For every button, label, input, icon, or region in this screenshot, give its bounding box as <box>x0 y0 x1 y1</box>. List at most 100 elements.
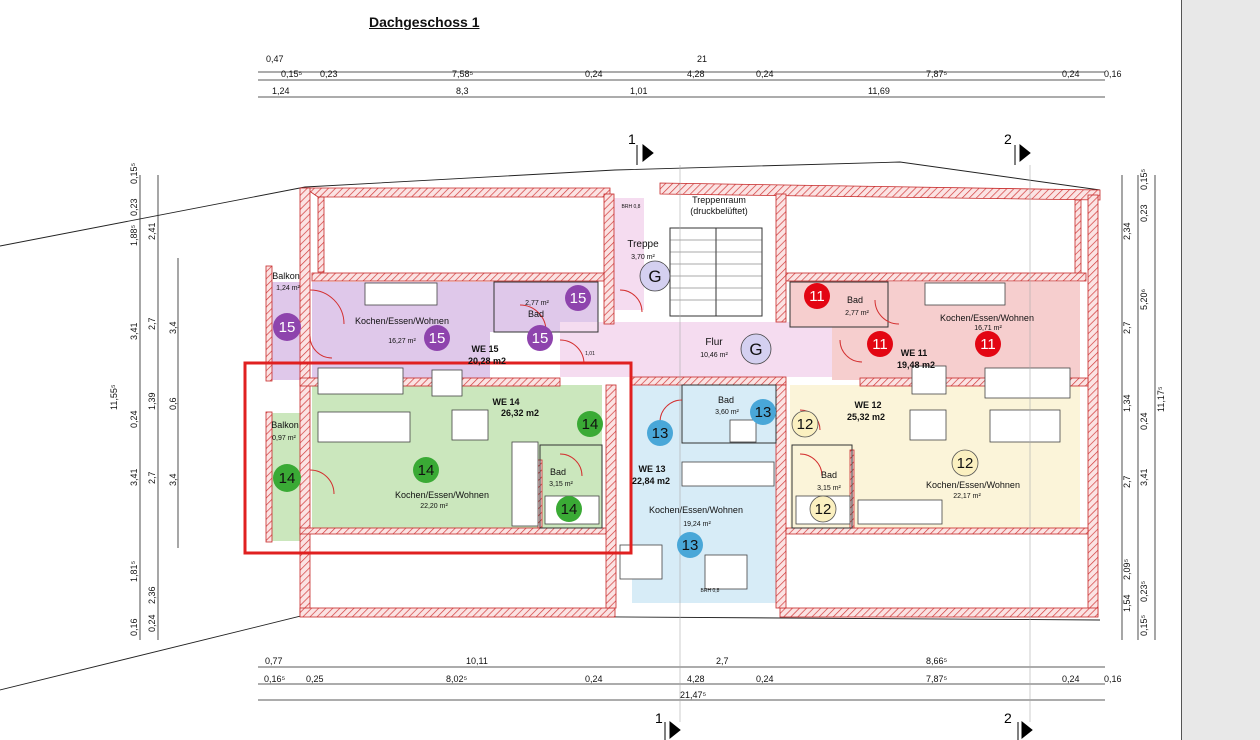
dim-top-total: 21 <box>697 54 707 64</box>
kitchen-row-15 <box>364 282 438 306</box>
sofa-11 <box>984 367 1071 399</box>
we13-bath: Bad <box>718 395 734 405</box>
stair-treads <box>670 239 762 301</box>
we11-name: WE 11 <box>901 348 928 358</box>
bath12-outline <box>791 444 853 529</box>
dim-rm-5: 0,23⁵ <box>1139 580 1149 602</box>
we11-area: 19,48 m2 <box>897 360 935 370</box>
we13-name: WE 13 <box>638 464 665 474</box>
tag-12-c: 12 <box>815 501 832 518</box>
kitchen-col-14 <box>511 441 539 527</box>
stair-area: 3,70 m² <box>631 254 655 261</box>
bath-fixture-13 <box>729 419 757 443</box>
dim-b2-0: 0,16⁵ <box>264 674 286 684</box>
wall-we15-top <box>311 272 605 282</box>
dim-b2-7: 0,24 <box>1062 674 1080 684</box>
dim-b1-0: 0,77 <box>265 656 283 666</box>
we15-area: 20,28 m2 <box>468 356 506 366</box>
tag-11-c: 11 <box>980 336 996 353</box>
wall-stair-right <box>775 193 787 323</box>
we14-bath-area: 3,15 m² <box>549 481 573 488</box>
dim-t3-0: 1,24 <box>272 86 290 96</box>
dim-ri-4: 2,09⁵ <box>1122 558 1132 580</box>
dim-ri-3: 2,7 <box>1122 475 1132 488</box>
tag-14-a: 14 <box>582 416 599 433</box>
dim-b2-4: 4,28 <box>687 674 705 684</box>
tag-15-c: 15 <box>532 330 549 347</box>
we11-bath: Bad <box>847 295 863 305</box>
wall-we13-12 <box>775 384 787 609</box>
kitchen-row-12 <box>857 499 943 525</box>
dim-t2-2: 7,58⁵ <box>452 69 474 79</box>
wall-balcony14 <box>265 411 273 543</box>
drawing-sheet: Dachgeschoss 1 <box>0 14 1166 740</box>
dim-top-left: 0,47 <box>266 54 284 64</box>
dim-t2-3: 0,24 <box>585 69 603 79</box>
tag-12-a: 12 <box>797 416 814 433</box>
dim-ri-2: 1,34 <box>1122 394 1132 412</box>
dim-ri-0: 2,34 <box>1122 222 1132 240</box>
we15-kitchen: Kochen/Essen/Wohnen <box>355 316 449 326</box>
dim-lm-1: 0,23 <box>129 198 139 216</box>
wall-stair-left <box>603 193 615 325</box>
floor-plan: 0,47 21 0,15⁵ 0,23 7,58⁵ 0,24 4,28 0,24 … <box>0 54 1166 740</box>
section-markers <box>636 143 1033 740</box>
we12-kitchen: Kochen/Essen/Wohnen <box>926 480 1020 490</box>
sofa-14 <box>317 411 411 443</box>
bath11-outline <box>789 281 889 328</box>
dim-rm-0: 0,15⁵ <box>1139 168 1149 190</box>
dim-b2-1: 0,25 <box>306 674 324 684</box>
section-label-2-bottom: 2 <box>1004 710 1012 726</box>
dim-t3-3: 11,69 <box>868 86 890 96</box>
bath14-outline <box>539 444 603 529</box>
tag-14-b: 14 <box>418 462 435 479</box>
we11-bath-area: 2,77 m² <box>845 310 869 317</box>
we11-kitchen: Kochen/Essen/Wohnen <box>940 313 1034 323</box>
dim-li-1: 2,7 <box>147 317 157 330</box>
right-side-panel <box>1181 0 1260 740</box>
dim-t3-2: 1,01 <box>630 86 648 96</box>
table-14 <box>451 409 489 441</box>
table-15 <box>431 369 463 397</box>
dim-b2-3: 0,24 <box>585 674 603 684</box>
we15-name: WE 15 <box>471 344 498 354</box>
dim-b2-6: 7,87⁵ <box>926 674 948 684</box>
dim-li-5: 2,36 <box>147 586 157 604</box>
stair-name: Treppe <box>627 239 659 250</box>
dim-li-2: 1,39 <box>147 392 157 410</box>
section-label-2-top: 2 <box>1004 131 1012 147</box>
tag-15-d: 15 <box>279 319 296 336</box>
kitchen-row-11 <box>924 282 1006 306</box>
tags <box>273 260 1001 558</box>
dim-rm-6: 0,15⁵ <box>1139 614 1149 636</box>
stair-label: Treppenraum <box>692 195 746 205</box>
dim-t2-6: 7,87⁵ <box>926 69 948 79</box>
tag-13-c: 13 <box>682 537 699 554</box>
balcony14-label: Balkon <box>271 420 299 430</box>
we14-kitchen: Kochen/Essen/Wohnen <box>395 490 489 500</box>
dim-t2-4: 4,28 <box>687 69 705 79</box>
we15-bath-area: 2,77 m² <box>525 300 549 307</box>
tag-14-d: 14 <box>561 501 578 518</box>
we13-kitchen: Kochen/Essen/Wohnen <box>649 505 743 515</box>
drawing-title: Dachgeschoss 1 <box>369 14 480 30</box>
dim-ri-5: 1,54 <box>1122 594 1132 612</box>
flur-name: Flur <box>705 337 723 348</box>
dim-rm-3: 0,24 <box>1139 412 1149 430</box>
dim-t3-1: 8,3 <box>456 86 469 96</box>
wall-we12-bottom <box>785 527 1089 535</box>
dim-b2-5: 0,24 <box>756 674 774 684</box>
dim-lm-4: 0,24 <box>129 410 139 428</box>
dim-rm-2: 5,20⁶ <box>1139 288 1149 310</box>
wall-balcony15 <box>265 265 273 382</box>
kitchen-row-13 <box>681 461 775 487</box>
dimension-lines <box>139 71 1156 701</box>
dim-ri-1: 2,7 <box>1122 321 1132 334</box>
flur-area: 10,46 m² <box>700 352 728 359</box>
tag-11-b: 11 <box>872 336 888 353</box>
dim-t2-8: 0,16 <box>1104 69 1122 79</box>
tag-g-flur: G <box>749 340 762 359</box>
dim-lm-0: 0,15⁵ <box>129 162 139 184</box>
sofa-12 <box>989 409 1061 443</box>
we14-bath: Bad <box>550 467 566 477</box>
